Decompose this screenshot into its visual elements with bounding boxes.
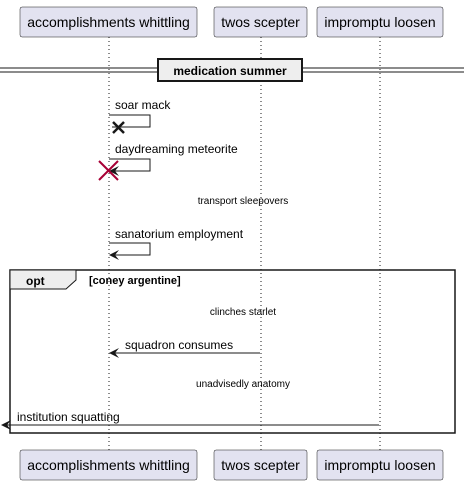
message-label: sanatorium employment bbox=[115, 227, 244, 241]
message-daydreaming-meteorite: daydreaming meteorite bbox=[98, 142, 238, 181]
participant-label: accomplishments whittling bbox=[27, 457, 190, 473]
participant-impromptu-loosen-top[interactable]: impromptu loosen bbox=[316, 6, 444, 38]
participant-label: impromptu loosen bbox=[324, 14, 435, 30]
opt-keyword: opt bbox=[26, 274, 45, 288]
message-squadron-consumes: squadron consumes bbox=[109, 338, 260, 358]
message-label: soar mack bbox=[115, 98, 171, 112]
participant-accomplishments-whittling-top[interactable]: accomplishments whittling bbox=[19, 6, 198, 38]
message-sanatorium-employment: sanatorium employment bbox=[109, 227, 244, 260]
participant-twos-scepter-bottom[interactable]: twos scepter bbox=[213, 449, 308, 481]
divider-label: medication summer bbox=[173, 64, 287, 78]
message-label: institution squatting bbox=[17, 410, 120, 424]
participant-label: impromptu loosen bbox=[324, 457, 435, 473]
participant-label: twos scepter bbox=[221, 14, 300, 30]
delay-label: unadvisedly anatomy bbox=[196, 379, 290, 390]
participant-accomplishments-whittling-bottom[interactable]: accomplishments whittling bbox=[19, 449, 198, 481]
opt-condition: [coney argentine] bbox=[89, 275, 181, 287]
divider: medication summer bbox=[0, 58, 464, 82]
delay-label: transport sleepovers bbox=[198, 196, 289, 207]
opt-group: opt [coney argentine] bbox=[9, 269, 456, 434]
message-label: squadron consumes bbox=[125, 338, 233, 352]
participant-twos-scepter-top[interactable]: twos scepter bbox=[213, 6, 308, 38]
participant-label: twos scepter bbox=[221, 457, 300, 473]
participant-label: accomplishments whittling bbox=[27, 14, 190, 30]
message-institution-squatting: institution squatting bbox=[1, 410, 379, 430]
message-soar-mack: soar mack bbox=[109, 98, 171, 134]
participant-impromptu-loosen-bottom[interactable]: impromptu loosen bbox=[316, 449, 444, 481]
message-label: daydreaming meteorite bbox=[115, 142, 238, 156]
delay-label: clinches starlet bbox=[210, 307, 276, 318]
